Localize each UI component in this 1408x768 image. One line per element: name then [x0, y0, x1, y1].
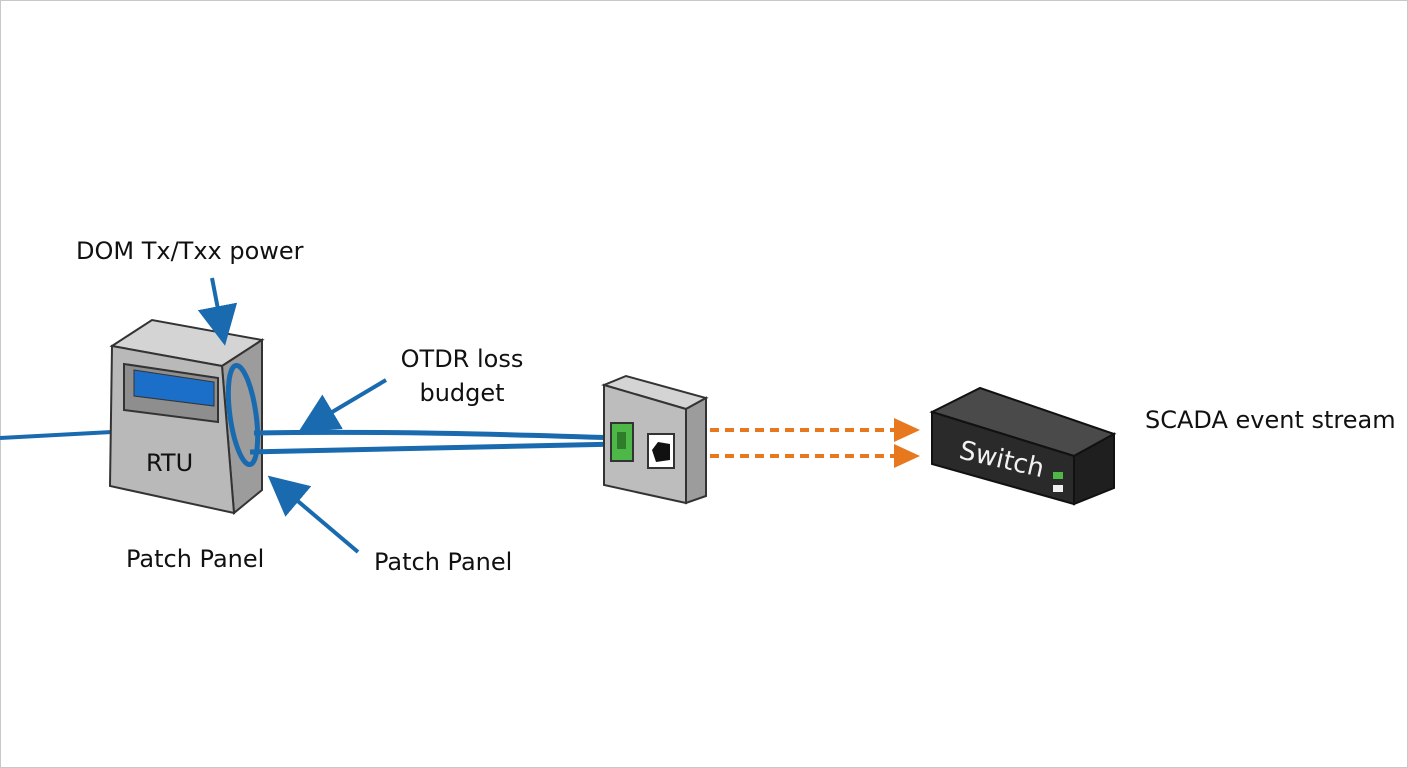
- switch-led-white: [1053, 485, 1063, 492]
- otdr-loss-label-line2: budget: [419, 379, 505, 407]
- fiber-incoming: [0, 430, 113, 440]
- dom-power-arrow: [197, 277, 238, 346]
- patch-panel-device: [600, 374, 709, 505]
- switch-led-green: [1053, 472, 1063, 479]
- scada-event-stream-label: SCADA event stream: [1145, 406, 1396, 434]
- otdr-loss-label: OTDR loss budget: [392, 342, 532, 410]
- rtu-label: RTU: [146, 449, 194, 477]
- signal-arrows: [710, 418, 920, 468]
- patch-panel-label-left: Patch Panel: [126, 545, 265, 573]
- patch-panel-label-right: Patch Panel: [374, 548, 513, 576]
- otdr-arrow: [298, 378, 388, 433]
- fiber-strand-top: [253, 429, 621, 441]
- patch-panel-arrow: [267, 475, 360, 554]
- switch-front-face: [931, 410, 1075, 506]
- fiber-strand-bottom: [249, 441, 621, 455]
- dom-power-label: DOM Tx/Txx power: [76, 237, 304, 265]
- patch-panel-front-face: [603, 383, 687, 505]
- otdr-loss-label-line1: OTDR loss: [400, 345, 524, 373]
- fiber-loop: [225, 362, 261, 468]
- switch-device: Switch: [929, 386, 1117, 506]
- rtu-display-screen: [133, 369, 215, 407]
- rtu-device: [108, 318, 265, 515]
- patch-panel-side-face: [685, 396, 707, 505]
